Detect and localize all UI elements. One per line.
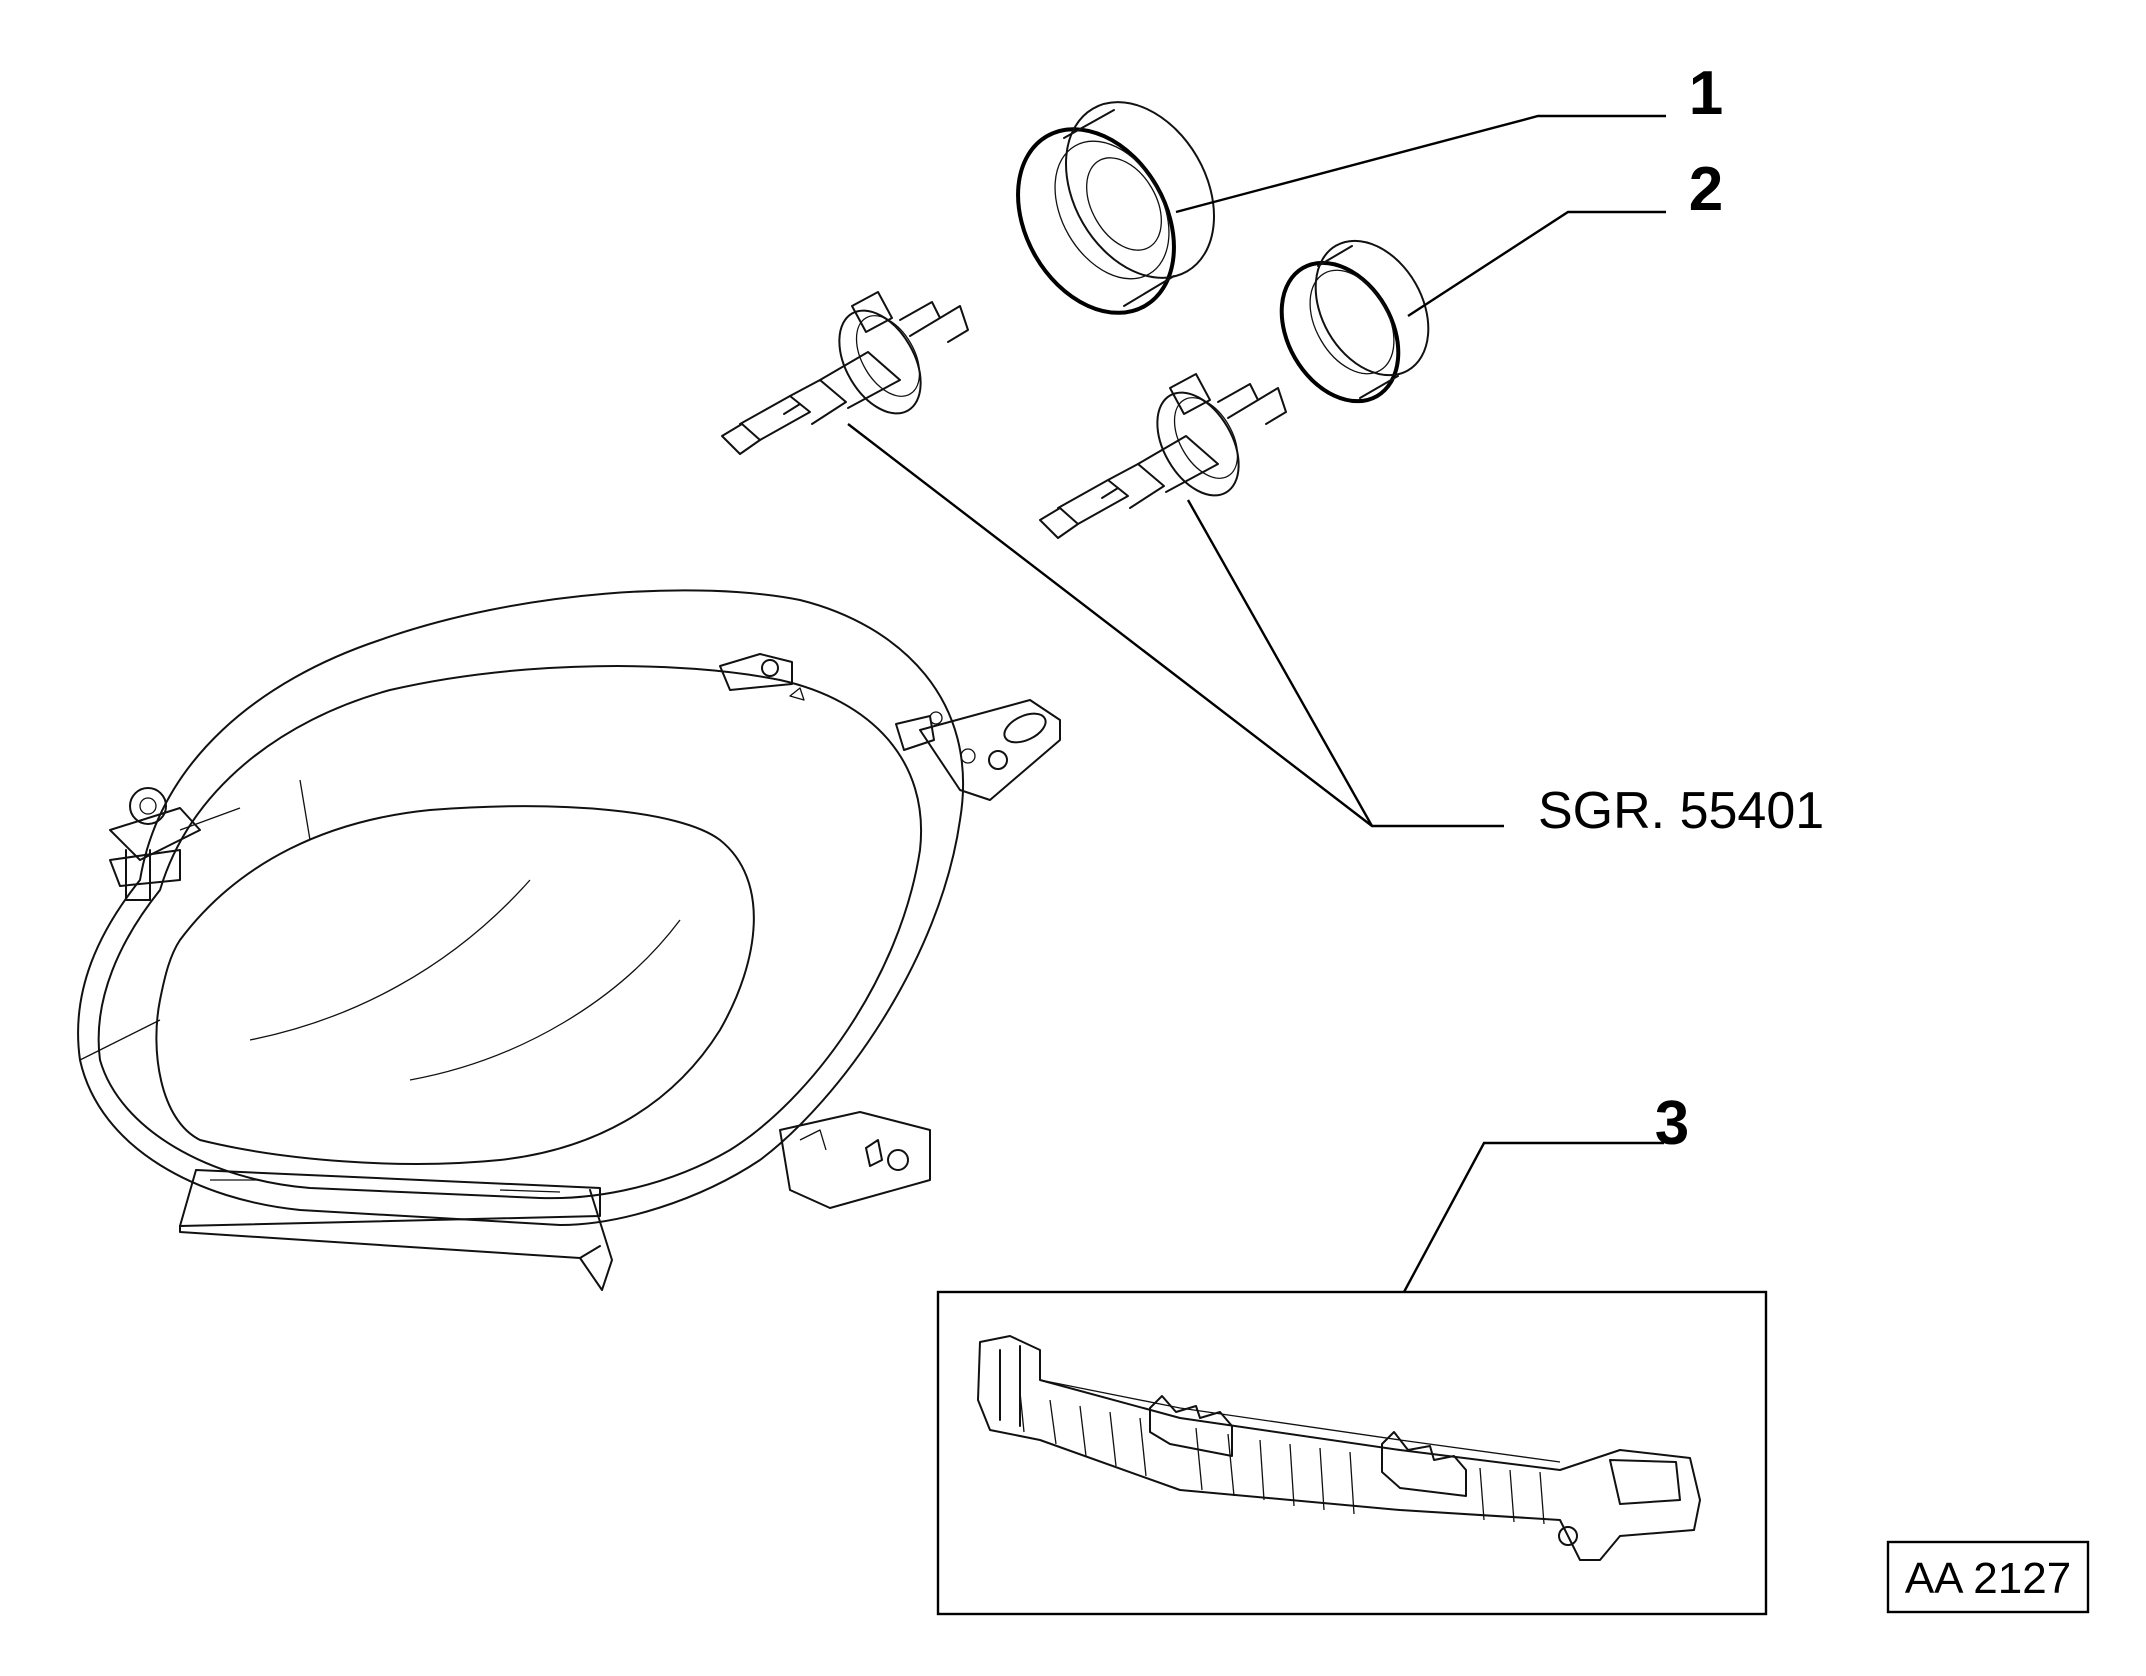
drawing-code-box: AA 2127 [1886, 1540, 2090, 1614]
callout-2: 2 [1689, 155, 1723, 224]
ring-cap-large[interactable] [986, 76, 1244, 341]
callout-3: 3 [1655, 1089, 1689, 1158]
leader-lines [847, 114, 1666, 1293]
group-reference-label: SGR. 55401 [1538, 782, 1824, 840]
bulb-lower[interactable] [1039, 373, 1287, 539]
drawing-code: AA 2127 [1905, 1554, 2071, 1603]
callout-1: 1 [1689, 59, 1723, 128]
mounting-bracket[interactable] [977, 1335, 1701, 1561]
bulb-upper[interactable] [721, 291, 969, 455]
headlamp-assembly[interactable] [77, 589, 1061, 1291]
bracket-box [936, 1290, 1768, 1616]
ring-cap-small[interactable] [1258, 221, 1451, 422]
